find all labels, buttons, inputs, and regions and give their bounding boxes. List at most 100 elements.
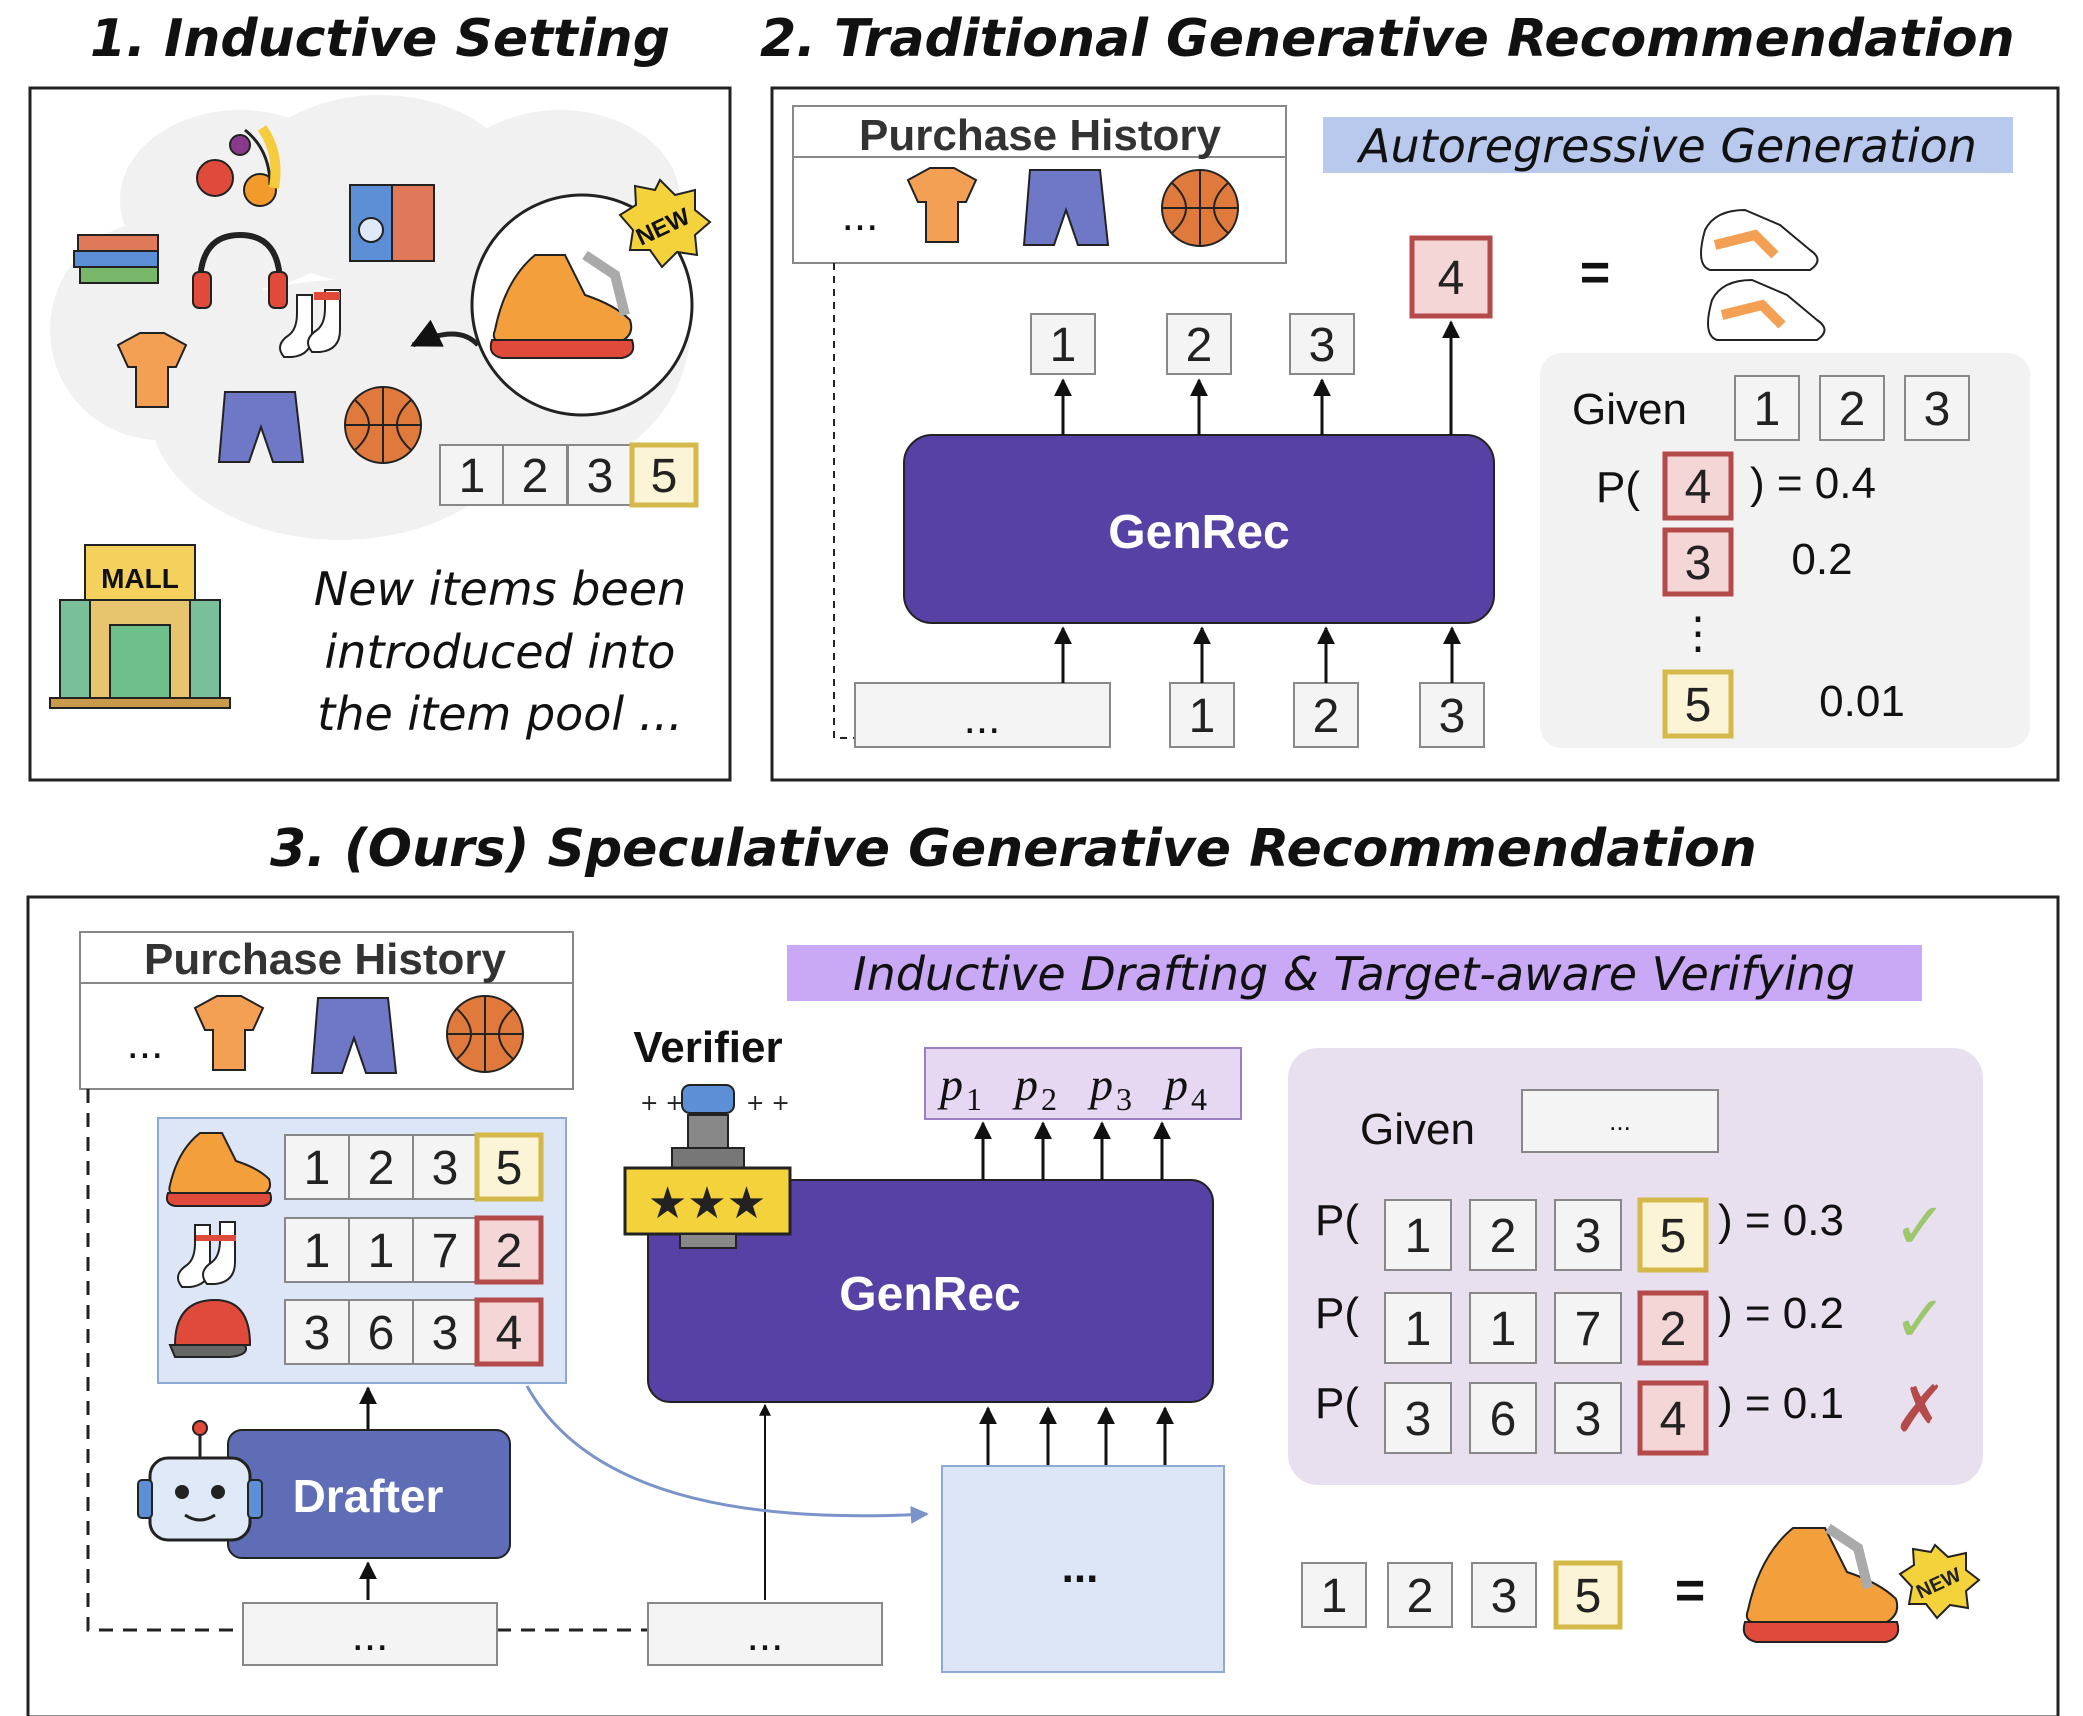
socks-icon [177, 1221, 236, 1288]
token-box [439, 444, 505, 506]
token-box [284, 1134, 350, 1200]
panel3-history-header: Purchase History [144, 935, 506, 984]
sneaker-icon [165, 1132, 273, 1207]
token-label: 2 [522, 450, 549, 503]
input-token: 1 [1169, 682, 1235, 748]
verify-token: 1 [1469, 1292, 1537, 1364]
verify-panel [1288, 1048, 1983, 1485]
token-box [1637, 1380, 1709, 1456]
prob-token: 5 [1662, 669, 1734, 739]
token-box [1554, 1382, 1622, 1454]
input-dots-token: ... [854, 682, 1111, 748]
input-dots: ... [964, 694, 1001, 743]
token-label: 1 [368, 1225, 395, 1278]
token: 3 [567, 444, 633, 506]
sneaker-icon [489, 250, 635, 359]
shorts-icon [1022, 169, 1110, 246]
token-label: 1 [459, 450, 486, 503]
verify-token: 3 [1384, 1382, 1452, 1454]
draft-token: 3 [412, 1299, 478, 1365]
final-token: 3 [1471, 1562, 1537, 1628]
fruit-icon [196, 125, 281, 207]
verify-token: 5 [1637, 1197, 1709, 1273]
token-label: 3 [432, 1307, 459, 1360]
panel3-title: 3. (Ours) Speculative Generative Recomme… [270, 819, 1757, 879]
verifier-label: Verifier [633, 1023, 782, 1072]
token-label: 2 [1660, 1303, 1687, 1356]
genrec-input-dots: ... [747, 1611, 784, 1660]
token-box [1384, 1382, 1452, 1454]
token-box [1637, 1290, 1709, 1366]
token-label: 2 [1490, 1210, 1517, 1263]
final-token: 5 [1553, 1560, 1623, 1630]
draft-token: 4 [474, 1297, 544, 1367]
token-label: 3 [1685, 537, 1712, 590]
token-label: 1 [1321, 1570, 1348, 1623]
draft-token: 5 [474, 1132, 544, 1202]
draft-token: 1 [284, 1134, 350, 1200]
token-label: 1 [304, 1225, 331, 1278]
drafts-to-genrec-arrow [525, 1385, 929, 1524]
token-label: 3 [1575, 1210, 1602, 1263]
panel2-title: 2. Traditional Generative Recommendation [760, 9, 2015, 69]
input-token: 2 [1293, 682, 1359, 748]
output-token: 1 [1030, 313, 1096, 375]
panel2-prob-prefix: P( [1596, 463, 1640, 512]
token-box [1819, 375, 1885, 441]
prob-row: 4 ) = 0.4 [1662, 451, 1876, 521]
given-token: 3 [1904, 375, 1970, 441]
token-label: 1 [1490, 1303, 1517, 1356]
token-label: 4 [1438, 252, 1465, 305]
prob-token: 4 [1662, 451, 1734, 521]
panel3-banner-bg [787, 945, 1922, 1001]
panel3-genrec-label: GenRec [839, 1268, 1020, 1321]
check-icon: ✓ [1893, 1283, 1947, 1357]
token-box [1662, 669, 1734, 739]
token-label: 5 [651, 450, 678, 503]
panel2-history-header: Purchase History [859, 111, 1221, 160]
prob-output-symbol: p [1162, 1059, 1188, 1110]
token-label: 5 [496, 1142, 523, 1195]
token-box [284, 1217, 350, 1283]
token-label: 7 [1575, 1303, 1602, 1356]
sneakers-icon [1700, 208, 1826, 341]
token-label: 1 [1405, 1210, 1432, 1263]
token-box [1469, 1382, 1537, 1454]
token-box [1554, 1292, 1622, 1364]
token-label: 2 [1407, 1570, 1434, 1623]
token-box [1419, 682, 1485, 748]
appliances-icon [349, 184, 435, 262]
verify-token: 2 [1637, 1290, 1709, 1366]
genrec-input-arrows [979, 1406, 1174, 1466]
token-box [1469, 1199, 1537, 1271]
token-box [1384, 1292, 1452, 1364]
genrec-input-box [647, 1602, 883, 1666]
token-box [1637, 1197, 1709, 1273]
token: 2 [502, 444, 568, 506]
verifier-robot-icon: + + + + ★★★ [623, 1084, 792, 1249]
token-label: 1 [304, 1142, 331, 1195]
basketball-icon [446, 995, 524, 1073]
draft-token: 3 [284, 1299, 350, 1365]
panel3-banner: Inductive Drafting & Target-aware Verify… [853, 947, 1855, 1001]
panel2-banner: Autoregressive Generation [1356, 119, 1977, 173]
svg-text:+ +: + + [746, 1091, 790, 1116]
token-box [1471, 1562, 1537, 1628]
token-label: 5 [1685, 679, 1712, 732]
verify-token: 1 [1384, 1292, 1452, 1364]
verify-prob-prefix: P( [1315, 1289, 1359, 1338]
token-label: 3 [1924, 383, 1951, 436]
token-box [1409, 235, 1493, 319]
final-token: 1 [1301, 1562, 1367, 1628]
token: 1 [439, 444, 505, 506]
token-box [412, 1299, 478, 1365]
new-badge-icon: NEW [618, 178, 712, 269]
prob-value: ) = 0.4 [1750, 459, 1876, 508]
